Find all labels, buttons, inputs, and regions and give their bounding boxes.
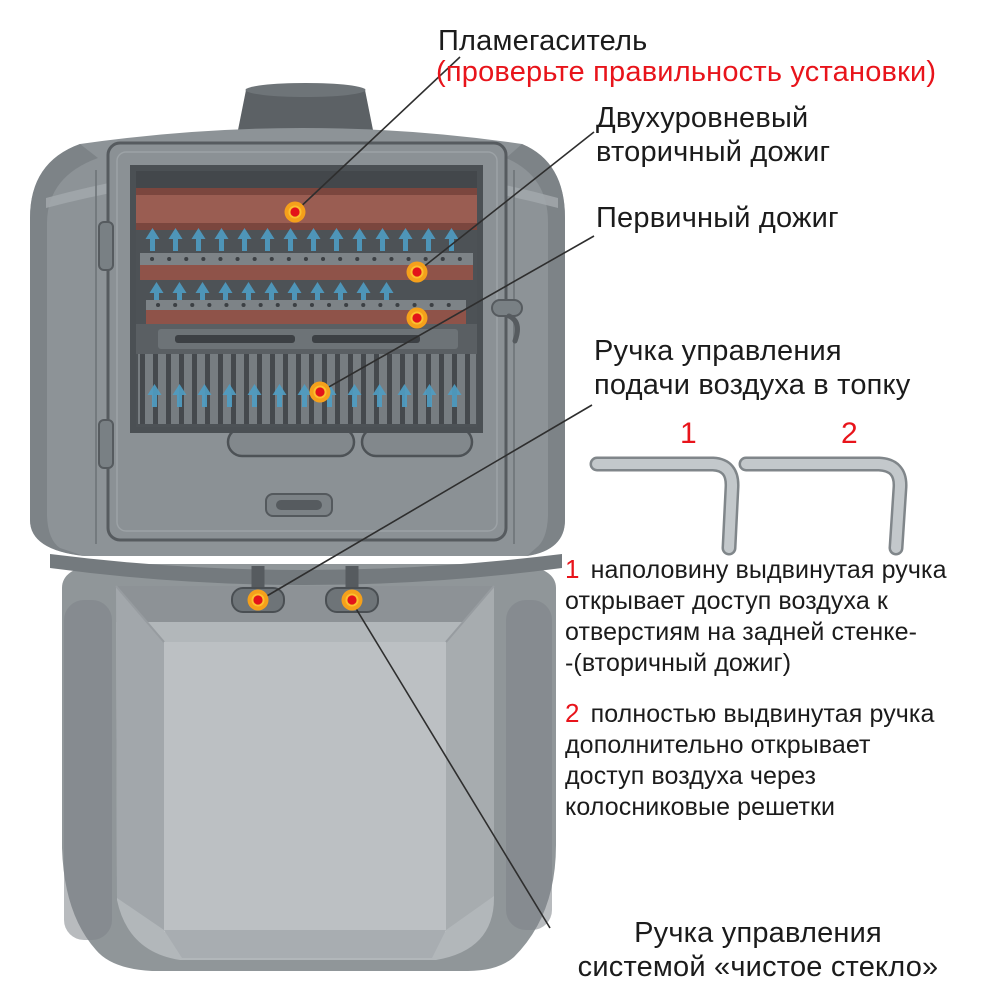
right-knob-point xyxy=(341,589,363,611)
leader-secondary-burn xyxy=(416,131,595,273)
handle-position-1-rod xyxy=(589,456,740,556)
base-lip xyxy=(50,554,562,585)
leader-clean-glass xyxy=(351,601,551,929)
instruction-1-number: 1 xyxy=(565,554,580,584)
left-knob-point xyxy=(247,589,269,611)
instruction-2-number: 2 xyxy=(565,698,580,728)
label-primary-burn: Первичный дожиг xyxy=(596,202,839,234)
door-handle-slot xyxy=(265,493,333,517)
leader-air-handle xyxy=(259,404,593,601)
secondary-burn-lower-point xyxy=(406,307,428,329)
label-clean-glass-handle: Ручка управления системой «чистое стекло… xyxy=(577,917,939,983)
door-latch xyxy=(491,299,523,317)
firebox-window xyxy=(130,165,483,458)
flame-arrester-point xyxy=(284,201,306,223)
leader-flame-arrester xyxy=(294,56,461,213)
instruction-1-text: наполовину выдвинутая ручка открывает до… xyxy=(565,556,947,677)
leader-primary-burn xyxy=(319,235,595,393)
label-flame-arrester-note: (проверьте правильность установки) xyxy=(436,56,937,88)
air-supply-knob xyxy=(325,566,379,613)
secondary-burn-upper-point xyxy=(406,261,428,283)
label-flame-arrester: Пламегаситель xyxy=(438,25,648,57)
handle-position-1-number: 1 xyxy=(680,417,697,450)
label-air-handle: Ручка управления подачи воздуха в топку xyxy=(594,335,911,401)
primary-burn-grate-point xyxy=(309,381,331,403)
door-hinge-top xyxy=(98,221,114,271)
handle-position-2-number: 2 xyxy=(841,417,858,450)
pedestal-base xyxy=(62,564,556,971)
door-hinge-bottom xyxy=(98,419,114,469)
handle-position-2-rod xyxy=(738,456,908,556)
secondary-burn-plate-upper xyxy=(140,265,473,280)
instruction-2-text: полностью выдвинутая ручка дополнительно… xyxy=(565,700,935,821)
handle-position-diagram xyxy=(589,456,908,556)
label-secondary-burn: Двухуровневый вторичный дожиг xyxy=(596,102,831,168)
leader-lines xyxy=(259,56,595,929)
secondary-burn-plate-lower xyxy=(146,310,466,324)
